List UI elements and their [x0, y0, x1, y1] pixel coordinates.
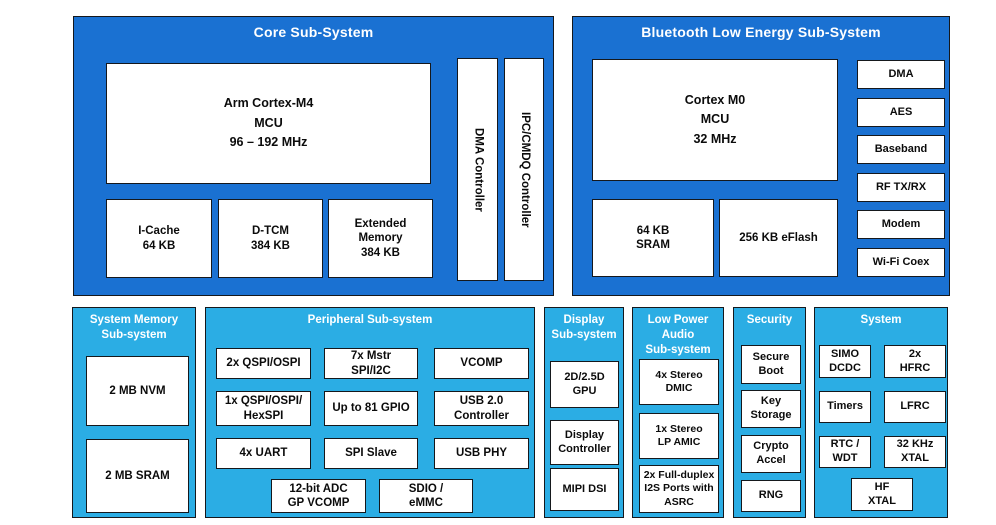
ble-subsystem-panel: Bluetooth Low Energy Sub-System Cortex M…	[572, 16, 950, 296]
i2s-asrc-box: 2x Full-duplex I2S Ports with ASRC	[639, 465, 719, 513]
rf-txrx-box: RF TX/RX	[857, 173, 945, 202]
eflash-box: 256 KB eFlash	[719, 199, 838, 277]
crypto-accel-box: Crypto Accel	[741, 435, 801, 473]
cortex-m0-box: Cortex M0 MCU 32 MHz	[592, 59, 838, 181]
spi-slave-box: SPI Slave	[324, 438, 418, 469]
core-subsystem-panel: Core Sub-System Arm Cortex-M4 MCU 96 – 1…	[73, 16, 554, 296]
core-subsystem-title: Core Sub-System	[253, 24, 374, 40]
qspi-ospi-box: 2x QSPI/OSPI	[216, 348, 311, 379]
modem-box: Modem	[857, 210, 945, 239]
hf-xtal-box: HF XTAL	[851, 478, 913, 511]
audio-subsystem-title: Low Power Audio Sub-system	[645, 314, 711, 356]
sram-2mb-box: 2 MB SRAM	[86, 439, 189, 513]
simo-dcdc-box: SIMO DCDC	[819, 345, 871, 378]
peripheral-subsystem-panel: Peripheral Sub-system 2x QSPI/OSPI 7x Ms…	[205, 307, 535, 518]
arm-cortex-m4-box: Arm Cortex-M4 MCU 96 – 192 MHz	[106, 63, 431, 184]
hexspi-box: 1x QSPI/OSPI/ HexSPI	[216, 391, 311, 426]
lfrc-box: LFRC	[884, 391, 946, 423]
security-panel: Security Secure Boot Key Storage Crypto …	[733, 307, 806, 518]
dmic-box: 4x Stereo DMIC	[639, 359, 719, 405]
system-panel: System SIMO DCDC 2x HFRC Timers LFRC RTC…	[814, 307, 948, 518]
baseband-box: Baseband	[857, 135, 945, 164]
ipc-cmdq-controller-box: IPC/CMDQ Controller	[504, 58, 544, 281]
hfrc-box: 2x HFRC	[884, 345, 946, 378]
display-controller-box: Display Controller	[550, 420, 619, 465]
gpio-box: Up to 81 GPIO	[324, 391, 418, 426]
xtal-32khz-box: 32 KHz XTAL	[884, 436, 946, 468]
system-title: System	[860, 314, 902, 326]
key-storage-box: Key Storage	[741, 390, 801, 428]
nvm-box: 2 MB NVM	[86, 356, 189, 426]
usb-controller-box: USB 2.0 Controller	[434, 391, 529, 426]
icache-box: I-Cache 64 KB	[106, 199, 212, 278]
mstr-spi-i2c-box: 7x Mstr SPI/I2C	[324, 348, 418, 379]
secure-boot-box: Secure Boot	[741, 345, 801, 384]
display-subsystem-title: Display Sub-system	[551, 314, 617, 341]
gpu-box: 2D/2.5D GPU	[550, 361, 619, 408]
sram-64kb-box: 64 KB SRAM	[592, 199, 714, 277]
security-title: Security	[746, 314, 793, 326]
amic-box: 1x Stereo LP AMIC	[639, 413, 719, 459]
dtcm-box: D-TCM 384 KB	[218, 199, 323, 278]
mipi-dsi-box: MIPI DSI	[550, 468, 619, 511]
rng-box: RNG	[741, 480, 801, 512]
memory-subsystem-title: System Memory Sub-system	[89, 314, 179, 341]
uart-box: 4x UART	[216, 438, 311, 469]
extended-memory-box: Extended Memory 384 KB	[328, 199, 433, 278]
usb-phy-box: USB PHY	[434, 438, 529, 469]
wifi-coex-box: Wi-Fi Coex	[857, 248, 945, 277]
adc-gp-vcomp-box: 12-bit ADC GP VCOMP	[271, 479, 366, 513]
audio-subsystem-panel: Low Power Audio Sub-system 4x Stereo DMI…	[632, 307, 724, 518]
aes-box: AES	[857, 98, 945, 127]
ble-dma-box: DMA	[857, 60, 945, 89]
display-subsystem-panel: Display Sub-system 2D/2.5D GPU Display C…	[544, 307, 624, 518]
dma-controller-box: DMA Controller	[457, 58, 498, 281]
vcomp-box: VCOMP	[434, 348, 529, 379]
sdio-emmc-box: SDIO / eMMC	[379, 479, 473, 513]
rtc-wdt-box: RTC / WDT	[819, 436, 871, 468]
peripheral-subsystem-title: Peripheral Sub-system	[307, 314, 433, 326]
ble-subsystem-title: Bluetooth Low Energy Sub-System	[641, 24, 881, 40]
memory-subsystem-panel: System Memory Sub-system 2 MB NVM 2 MB S…	[72, 307, 196, 518]
timers-box: Timers	[819, 391, 871, 423]
